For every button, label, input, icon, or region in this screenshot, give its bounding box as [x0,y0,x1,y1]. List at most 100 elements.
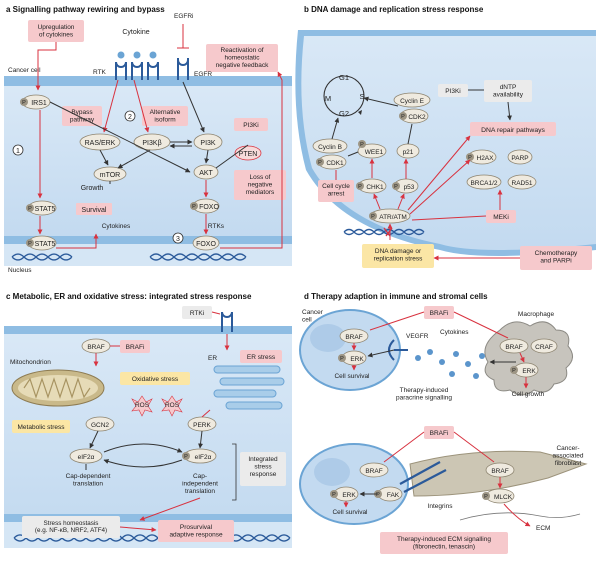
cell-growth-label: Cell growth [512,391,545,398]
svg-text:CRAF: CRAF [535,344,553,351]
panel-c-title: c Metabolic, ER and oxidative stress: in… [6,292,252,301]
cytokine-label: Cytokine [122,29,149,36]
cancer-nucleus-bottom [314,458,350,486]
reactivation-box [206,44,278,72]
phospho-badges-b: P P P P P P P [316,112,474,220]
svg-text:WEE1: WEE1 [365,149,384,156]
svg-text:H2AX: H2AX [477,155,495,162]
rtki-label: RTKi [190,310,204,317]
cytokine-ligands [117,51,157,59]
node-mtor: mTOR [93,166,127,182]
integrin-receptors [399,461,447,493]
svg-text:BRAF: BRAF [491,468,508,475]
pi3ki-box-a [234,118,268,131]
homeostasis-label: Stress homeostasis(e.g. NF-κB, NRF2, ATF… [35,520,107,534]
ros-burst-1: ROS [131,395,153,417]
svg-text:BRAF: BRAF [345,334,362,341]
node-cyclin-e: Cyclin E [393,92,431,108]
node-ras-erk: RAS/ERK [79,133,121,151]
meki-label: MEKi [493,214,509,221]
svg-text:PI3Kβ: PI3Kβ [142,140,161,147]
svg-text:P: P [394,184,398,190]
er-stress-label: ER stress [247,354,276,361]
node-wee1: WEE1 [357,143,387,159]
ros-burst-2: ROS [161,395,183,417]
node-cyclin-b: Cyclin B [312,138,348,154]
pi3ki-box-b [438,84,468,97]
pi3ki-label-a: PI3Ki [243,122,259,129]
ecm-label: ECM [536,525,550,532]
node-pten: PTEN [234,145,262,161]
alternative-box [142,106,188,126]
svg-text:PTEN: PTEN [239,151,258,158]
svg-text:IRS1: IRS1 [31,100,47,107]
phase-s: S [359,92,364,101]
svg-text:P: P [371,214,375,220]
brafi-bottom-box [424,426,454,439]
svg-text:p21: p21 [403,149,414,156]
node-p21: p21 [396,143,420,159]
node-eif-left: eIF2α [69,448,103,464]
svg-text:P: P [184,454,188,460]
svg-text:eIF2α: eIF2α [195,454,212,461]
nuclear-membrane-c [4,514,292,522]
svg-text:P: P [468,155,472,161]
panel-b: b DNA damage and replication stress resp… [295,5,596,270]
node-fak: FAK [377,486,403,502]
svg-text:Cyclin B: Cyclin B [318,144,342,151]
oxidative-box [120,372,190,385]
nuclear-membrane [4,236,292,244]
node-gcn2: GCN2 [85,416,115,432]
brafi-top-label: BRAFi [430,310,449,317]
isr-box [240,452,286,486]
svg-text:ROS: ROS [135,402,150,409]
ecm-fibres [459,512,581,521]
rtki-box [182,306,212,319]
bypass-box [62,106,102,126]
plasma-membrane [4,76,292,86]
node-braf-d1: BRAF [339,328,369,344]
node-rad51: RAD51 [507,174,537,190]
phospho-badges-c: P [182,452,190,460]
svg-text:PERK: PERK [193,422,211,429]
arrows-b [331,89,520,261]
cytokine-dots-d [415,349,485,379]
cell-survival-2: Cell survival [332,509,368,516]
node-chk1: CHK1 [357,178,387,194]
svg-text:ATR/ATM: ATR/ATM [379,214,407,221]
svg-text:ERK: ERK [522,368,536,375]
dna-repair-box [470,122,556,136]
svg-text:AKT: AKT [199,170,213,177]
dna-strand-right [149,253,247,261]
svg-text:BRAF: BRAF [365,468,382,475]
node-craf: CRAF [530,338,558,354]
metabolic-box [12,420,70,433]
svg-text:P: P [332,492,336,498]
cell-survival-1: Cell survival [334,373,370,380]
er-membranes [213,365,285,410]
rtk-label: RTK [93,69,107,76]
vegfr-label: VEGFR [406,333,429,340]
svg-text:P: P [318,160,322,166]
node-pi3k: PI3K [193,133,223,151]
phase-g1: G1 [339,73,349,82]
step-markers-a: 1 2 3 [12,110,184,244]
svg-text:p53: p53 [404,184,415,191]
ecm-signalling-label: Therapy-induced ECM signalling(fibronect… [397,536,491,551]
brafi-top-box [424,306,454,319]
er-stress-box [240,350,282,363]
mitochondrion [11,369,105,407]
dntp-box [484,80,532,102]
svg-text:RAD51: RAD51 [512,180,533,187]
mito-label: Mitochondrion [10,359,51,366]
svg-text:ERK: ERK [342,492,356,499]
panel-d: d Therapy adaption in immune and stromal… [299,292,588,554]
svg-text:CHK1: CHK1 [366,184,384,191]
svg-text:1: 1 [16,148,20,155]
